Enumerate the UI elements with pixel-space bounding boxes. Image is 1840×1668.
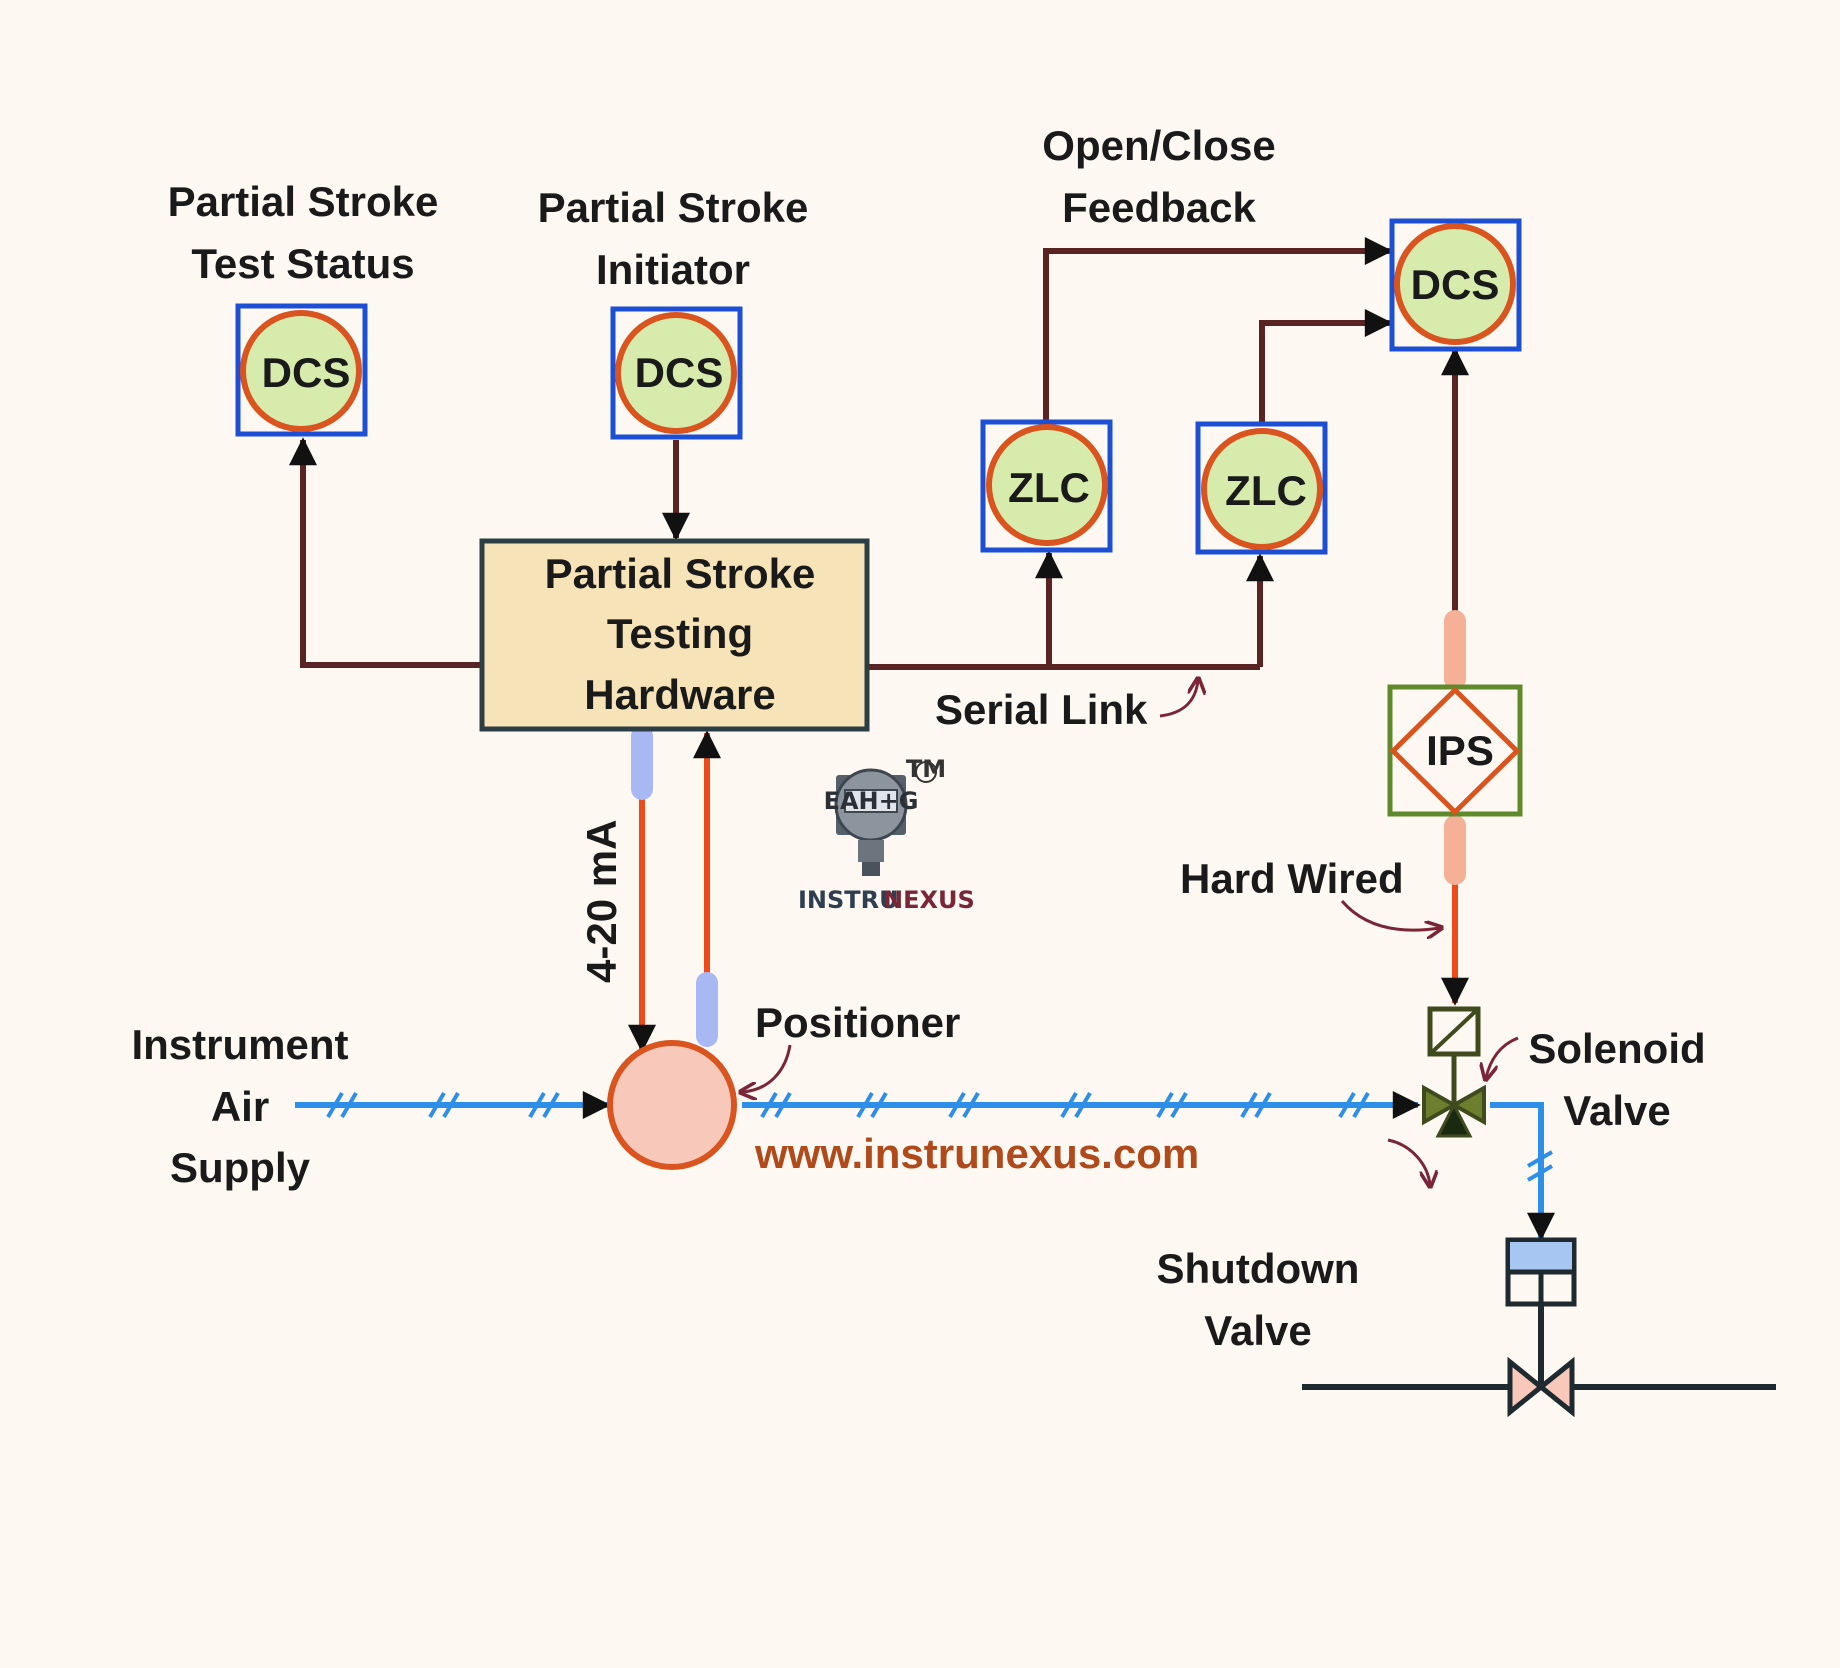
instrument-air-line2: Air [211,1083,269,1130]
zlc-2-label: ZLC [1225,467,1307,514]
pneumatic-hash-marks [326,1091,1554,1182]
positioner-label: Positioner [755,999,960,1046]
line-zlc1-to-dcs [1043,237,1393,420]
signal-label: 4-20 mA [578,820,625,983]
pst-hardware-box[interactable]: Partial Stroke Testing Hardware [479,538,870,732]
serial-link-pointer [1159,680,1198,718]
pst-status-line2: Test Status [191,240,414,287]
dcs-test-status[interactable]: DCS [235,303,368,437]
instrunexus-logo: EAH+G TM INSTRU NEXUS [798,755,975,914]
pst-hardware-line2: Testing [607,610,753,657]
dcs-feedback-label: DCS [1411,261,1500,308]
shutdown-line1: Shutdown [1157,1245,1360,1292]
website-url[interactable]: www.instrunexus.com [754,1130,1199,1177]
dcs-feedback[interactable]: DCS [1389,218,1522,352]
line-zlc2-to-dcs [1259,309,1393,422]
open-close-line1: Open/Close [1042,122,1275,169]
signal-lines [289,237,1469,670]
zlc-1-label: ZLC [1008,464,1090,511]
connector-pills [631,610,1466,1047]
solenoid-line2: Valve [1563,1087,1670,1134]
current-lines [628,730,1469,1053]
dcs-initiator[interactable]: DCS [610,306,743,440]
logo-display: EAH+G [824,787,919,815]
ips-label: IPS [1426,727,1494,774]
pst-initiator-line1: Partial Stroke [538,184,809,231]
pst-status-line1: Partial Stroke [168,178,439,225]
line-solenoid-to-shutdown [1490,1102,1555,1241]
zlc-1[interactable]: ZLC [980,419,1113,553]
logo-tm: TM [906,755,946,783]
logo-text-2: NEXUS [883,886,975,914]
shutdown-valve[interactable] [1302,1237,1776,1418]
logo-text-1: INSTRU [798,886,899,914]
shutdown-pointer [1387,1138,1430,1185]
serial-link-label: Serial Link [935,686,1148,733]
pst-hardware-line3: Hardware [584,671,775,718]
labels: Partial Stroke Test Status Partial Strok… [131,122,1705,1354]
shutdown-line2: Valve [1204,1307,1311,1354]
instrument-air-line3: Supply [170,1144,311,1191]
pill-positioner-out [696,972,718,1047]
pointer-arrows [742,680,1519,1185]
pill-ips-bottom [1444,815,1466,885]
dcs-status-label: DCS [262,349,351,396]
solenoid-line1: Solenoid [1528,1025,1705,1072]
hard-wired-pointer [1340,900,1440,930]
ips-block[interactable]: IPS [1387,684,1523,817]
pill-ips-top [1444,610,1466,690]
solenoid-pointer [1486,1036,1519,1078]
pst-hardware-line1: Partial Stroke [545,550,816,597]
positioner-pointer [742,1044,792,1092]
dcs-initiator-label: DCS [635,349,724,396]
positioner[interactable] [607,1040,737,1170]
pst-initiator-line2: Initiator [596,246,750,293]
pill-hardware-out [631,725,653,800]
solenoid-valve[interactable] [1422,1006,1486,1138]
zlc-2[interactable]: ZLC [1195,421,1328,555]
line-hardware-to-status [289,437,482,668]
instrument-air-line1: Instrument [131,1021,348,1068]
open-close-line2: Feedback [1062,184,1256,231]
hard-wired-label: Hard Wired [1180,855,1404,902]
